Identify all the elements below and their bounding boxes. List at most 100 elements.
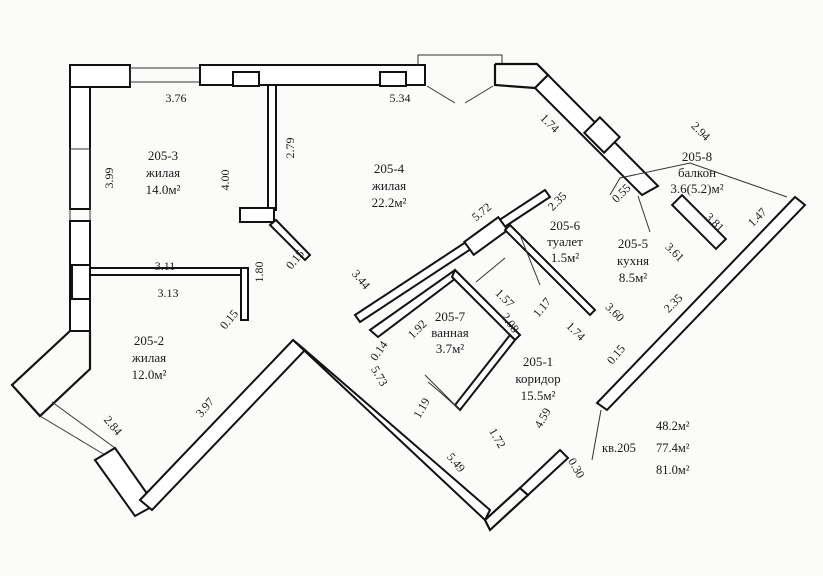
dimension: 3.60 xyxy=(602,300,627,325)
wall-segment xyxy=(484,486,530,532)
room-type: коридор xyxy=(515,371,560,386)
dimension: 1.74 xyxy=(563,319,588,344)
column xyxy=(379,71,407,87)
column xyxy=(239,207,275,223)
room-205-4: 205-4 жилая 22.2м² xyxy=(371,161,407,210)
leader-line xyxy=(591,409,602,461)
room-area: 14.0м² xyxy=(146,182,181,197)
dimension: 3.13 xyxy=(158,286,179,300)
room-id: 205-7 xyxy=(435,309,466,324)
room-area: 3.7м² xyxy=(436,341,464,356)
partition xyxy=(240,267,249,321)
column xyxy=(71,264,91,300)
dimension: 3.44 xyxy=(349,267,373,292)
room-205-8: 205-8 балкон 3.6(5.2)м² xyxy=(670,149,723,196)
apartment-summary: кв.205 48.2м² 77.4м² 81.0м² xyxy=(602,419,690,477)
dimension: 3.97 xyxy=(193,395,217,420)
dimension: 0.55 xyxy=(609,181,634,206)
dimension: 2.79 xyxy=(283,138,297,159)
wall-segment xyxy=(69,86,91,210)
room-type: жилая xyxy=(145,165,180,180)
room-area: 3.6(5.2)м² xyxy=(670,181,723,196)
dimension: 3.99 xyxy=(102,168,116,189)
room-205-5: 205-5 кухня 8.5м² xyxy=(617,236,649,285)
dimension: 1.57 xyxy=(492,286,517,311)
room-type: жилая xyxy=(371,178,406,193)
wall-segment xyxy=(292,339,492,522)
partition xyxy=(503,223,597,317)
dimension: 1.80 xyxy=(252,262,266,283)
wall-segment xyxy=(518,448,570,497)
room-205-6: 205-6 туалет 1.5м² xyxy=(547,218,583,265)
dimension: 1.19 xyxy=(410,395,433,420)
apartment-number: кв.205 xyxy=(602,441,636,455)
dimension: 3.61 xyxy=(662,240,687,265)
dimension: 0.15 xyxy=(604,342,628,367)
room-id: 205-3 xyxy=(148,148,178,163)
dimension: 1.74 xyxy=(537,111,562,136)
total-area-with-balcony: 81.0м² xyxy=(656,463,690,477)
dimension: 1.72 xyxy=(486,425,509,450)
toilet-fixture xyxy=(475,257,506,283)
dimension: 5.72 xyxy=(469,200,494,224)
dimension: 5.49 xyxy=(444,450,468,475)
dimension: 2.35 xyxy=(545,189,570,214)
room-id: 205-2 xyxy=(134,333,164,348)
wall-segment xyxy=(10,330,92,418)
dimension: 2.94 xyxy=(688,119,713,144)
bay-window xyxy=(417,54,503,65)
dimension: 2.08 xyxy=(499,310,523,335)
room-type: ванная xyxy=(431,325,468,340)
column xyxy=(582,115,622,155)
room-area: 8.5м² xyxy=(619,270,647,285)
dimension: 1.47 xyxy=(745,205,770,230)
room-area: 1.5м² xyxy=(551,250,579,265)
wall-segment xyxy=(595,195,807,412)
room-type: туалет xyxy=(547,234,583,249)
dimension: 5.34 xyxy=(390,91,411,105)
room-id: 205-1 xyxy=(523,354,553,369)
dimension: 2.35 xyxy=(661,291,686,316)
dimension: 4.00 xyxy=(218,170,232,191)
bath-fixture xyxy=(424,374,461,411)
dimension: 1.17 xyxy=(530,295,554,320)
room-205-3: 205-3 жилая 14.0м² xyxy=(145,148,181,197)
dimension: 2.84 xyxy=(101,413,125,438)
balcony-rail xyxy=(609,162,788,198)
dimension: 3.11 xyxy=(155,259,176,273)
living-area: 48.2м² xyxy=(656,419,690,433)
window xyxy=(39,415,106,456)
dimension: 0.30 xyxy=(565,455,588,480)
partition xyxy=(267,84,277,211)
room-area: 12.0м² xyxy=(132,367,167,382)
dimension: 5.73 xyxy=(368,363,391,388)
room-id: 205-4 xyxy=(374,161,405,176)
wall-segment xyxy=(69,64,131,88)
room-type: балкон xyxy=(678,165,716,180)
wall-segment xyxy=(670,193,728,251)
dimension: 3.76 xyxy=(166,91,187,105)
toilet-fixture xyxy=(519,234,541,286)
wall-segment xyxy=(138,338,307,512)
walls xyxy=(10,54,807,532)
room-id: 205-8 xyxy=(682,149,712,164)
room-type: кухня xyxy=(617,253,649,268)
column xyxy=(232,71,260,87)
room-type: жилая xyxy=(131,350,166,365)
window xyxy=(464,85,494,104)
total-area: 77.4м² xyxy=(656,441,690,455)
dimension: 4.59 xyxy=(531,405,554,430)
window xyxy=(129,67,201,83)
room-205-1: 205-1 коридор 15.5м² xyxy=(515,354,560,403)
dimension: 1.92 xyxy=(405,317,430,342)
room-id: 205-6 xyxy=(550,218,581,233)
room-area: 22.2м² xyxy=(372,195,407,210)
room-labels: 205-1 коридор 15.5м² 205-2 жилая 12.0м² … xyxy=(131,148,724,403)
room-205-2: 205-2 жилая 12.0м² xyxy=(131,333,167,382)
partition xyxy=(268,218,312,262)
room-area: 15.5м² xyxy=(521,388,556,403)
room-205-7: 205-7 ванная 3.7м² xyxy=(431,309,468,356)
window xyxy=(51,401,116,449)
room-id: 205-5 xyxy=(618,236,648,251)
